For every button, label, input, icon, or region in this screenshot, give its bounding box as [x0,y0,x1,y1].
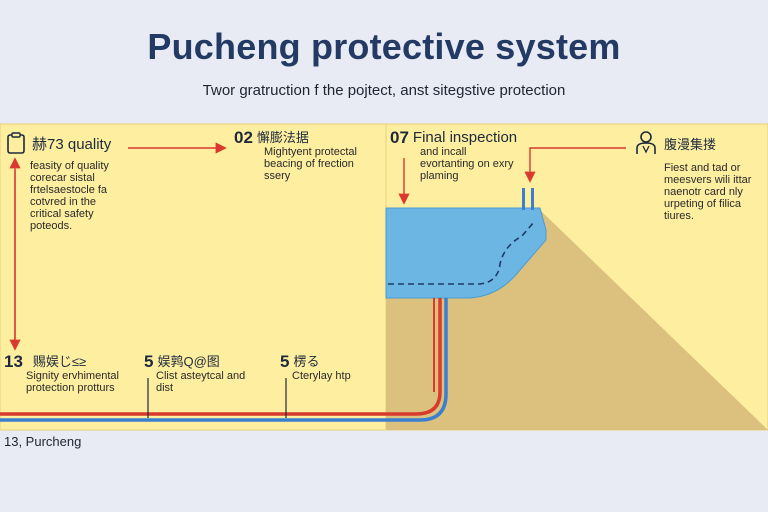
step-02: 02 懈膨法据 Mightyent protectal beacing of f… [234,128,384,182]
step-02-num: 02 [234,128,253,147]
page-subtitle: Twor gratruction f the pojtect, anst sit… [202,82,566,99]
tank-outlet [522,188,525,210]
pipe-blue [0,298,448,422]
step-5a-desc: Clist asteytcal and dist [156,370,246,394]
step-02-desc: Mightyent protectal beacing of frection … [264,146,357,182]
step-person-head: 腹漫集搂 [664,137,717,152]
step-5a: 5 娱鹑Q@图 Clist asteytcal and dist [144,352,274,394]
step-quality: 赫73 quality feasity of quality corecar s… [6,132,126,232]
step-5b-num: 5 [280,352,290,371]
step-13-num: 13 [4,352,23,371]
tank-outlet-2 [531,188,534,210]
person-icon [634,130,658,160]
step-07-num: 07 [390,128,409,147]
step-5a-head: 娱鹑Q@图 [157,354,220,369]
page-title: Pucheng protective system [147,26,621,67]
step-5b: 5 楞る Cterylay htp [280,352,380,382]
step-07-desc: and incall evortanting on exry plaming [420,146,514,182]
clipboard-icon [6,132,26,158]
water-tank [385,207,547,299]
step-07-head: Final inspection [412,129,518,146]
pipe-red [0,298,442,416]
step-person: 腹漫集搂 Fiest and tad or meesvers wili itta… [634,130,764,222]
arrow-step4-to-outlet [524,147,626,183]
step-5b-head: 楞る [293,354,320,369]
step-quality-desc: feasity of quality corecar sistal frtels… [30,160,109,232]
left-panel [0,123,387,431]
step-13-head: 赐娱じ≤≥ [32,354,87,369]
step-quality-head: 赫73 quality [32,136,112,153]
tank-dashed-line [388,221,535,285]
footer-label: 13, Purcheng [4,434,82,449]
step-13: 13 赐娱じ≤≥ Signity ervhimental protection … [4,352,144,394]
step-5a-num: 5 [144,352,154,371]
step-13-desc: Signity ervhimental protection protturs [26,370,119,394]
step-07: 07 Final inspection and incall evortanti… [390,128,540,182]
step-person-desc: Fiest and tad or meesvers wili ittar nae… [664,162,752,222]
step-02-head: 懈膨法据 [256,130,309,145]
step-5b-desc: Cterylay htp [292,370,351,382]
